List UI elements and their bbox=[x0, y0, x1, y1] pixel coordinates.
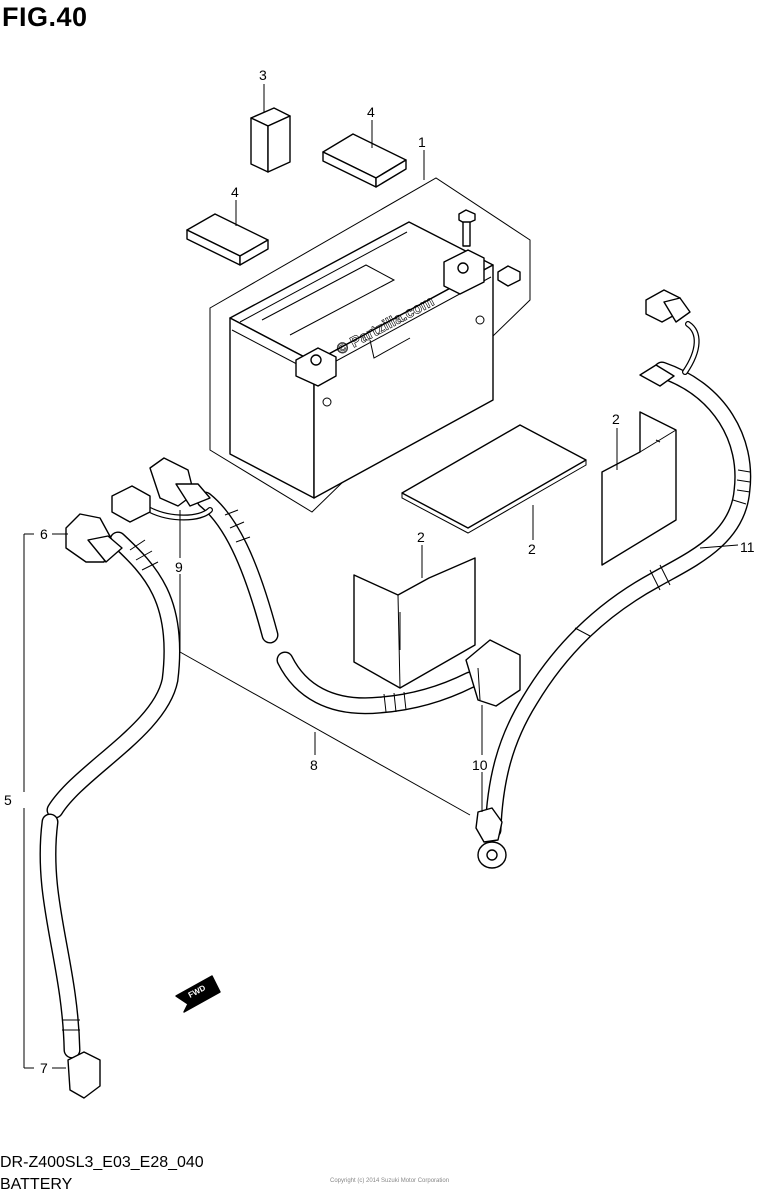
copyright-line: Copyright (c) 2014 Suzuki Motor Corporat… bbox=[330, 1178, 450, 1184]
callout-2-center: 2 bbox=[417, 529, 425, 545]
part-8-cable bbox=[111, 457, 521, 715]
callout-10: 10 bbox=[472, 757, 488, 773]
callout-8: 8 bbox=[310, 757, 318, 773]
part-2-sheet bbox=[401, 424, 587, 534]
negative-terminal bbox=[295, 347, 337, 387]
part-4-pad-upper bbox=[322, 133, 407, 188]
callouts: 3 4 4 1 2 2 2 11 9 8 10 6 5 7 bbox=[4, 67, 755, 1076]
figure-caption: BATTERY bbox=[0, 1176, 73, 1193]
part-2-cover-right bbox=[601, 411, 677, 566]
callout-4-upper: 4 bbox=[367, 104, 375, 120]
callout-11: 11 bbox=[740, 539, 755, 555]
part-11-cable bbox=[475, 289, 752, 869]
callout-2-right: 2 bbox=[612, 411, 620, 427]
figure-title: FIG.40 bbox=[2, 2, 88, 32]
part-3-block bbox=[250, 107, 291, 173]
callout-9: 9 bbox=[175, 559, 183, 575]
positive-terminal bbox=[443, 249, 485, 295]
callout-5: 5 bbox=[4, 792, 12, 808]
callout-7: 7 bbox=[40, 1060, 48, 1076]
terminal-bolt bbox=[458, 209, 476, 247]
callout-6: 6 bbox=[40, 526, 48, 542]
assembly-frame bbox=[209, 177, 531, 513]
model-code: DR-Z400SL3_E03_E28_040 bbox=[0, 1154, 204, 1171]
terminal-nut bbox=[497, 265, 521, 287]
part-4-pad-lower bbox=[186, 213, 269, 266]
fwd-arrow-icon: FWD bbox=[175, 975, 221, 1013]
callout-1: 1 bbox=[418, 134, 426, 150]
callout-2-sheet: 2 bbox=[528, 541, 536, 557]
leader-lines bbox=[23, 84, 739, 1069]
callout-4-lower: 4 bbox=[231, 184, 239, 200]
part-2-cover-center bbox=[353, 557, 476, 689]
part-5-cable bbox=[39, 513, 181, 1099]
callout-3: 3 bbox=[259, 67, 267, 83]
